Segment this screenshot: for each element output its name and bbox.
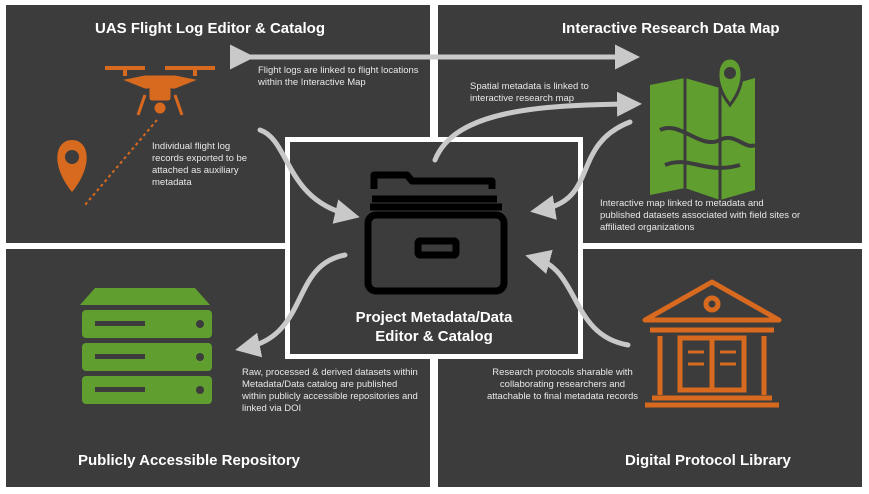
file-cabinet-icon xyxy=(364,171,508,295)
center-title: Project Metadata/Data Editor & Catalog xyxy=(290,308,578,346)
center-title-line2: Editor & Catalog xyxy=(375,328,493,345)
public-repository-title: Publicly Accessible Repository xyxy=(78,452,301,469)
protocol-library-title: Digital Protocol Library xyxy=(625,452,791,469)
center-title-line1: Project Metadata/Data xyxy=(355,309,513,326)
repository-note: Raw, processed & derived datasets within… xyxy=(242,367,418,414)
center-catalog-box: Project Metadata/Data Editor & Catalog xyxy=(285,137,583,359)
interactive-map-title: Interactive Research Data Map xyxy=(562,20,780,37)
spatial-link-note: Spatial metadata is linked to interactiv… xyxy=(470,81,589,104)
flight-log-link-note: Flight logs are linked to flight locatio… xyxy=(258,65,419,88)
map-note: Interactive map linked to metadata and p… xyxy=(600,198,801,233)
uas-flight-log-title: UAS Flight Log Editor & Catalog xyxy=(95,20,325,37)
protocol-note: Research protocols sharable with collabo… xyxy=(486,367,639,402)
flight-log-note: Individual flight log records exported t… xyxy=(152,141,248,188)
